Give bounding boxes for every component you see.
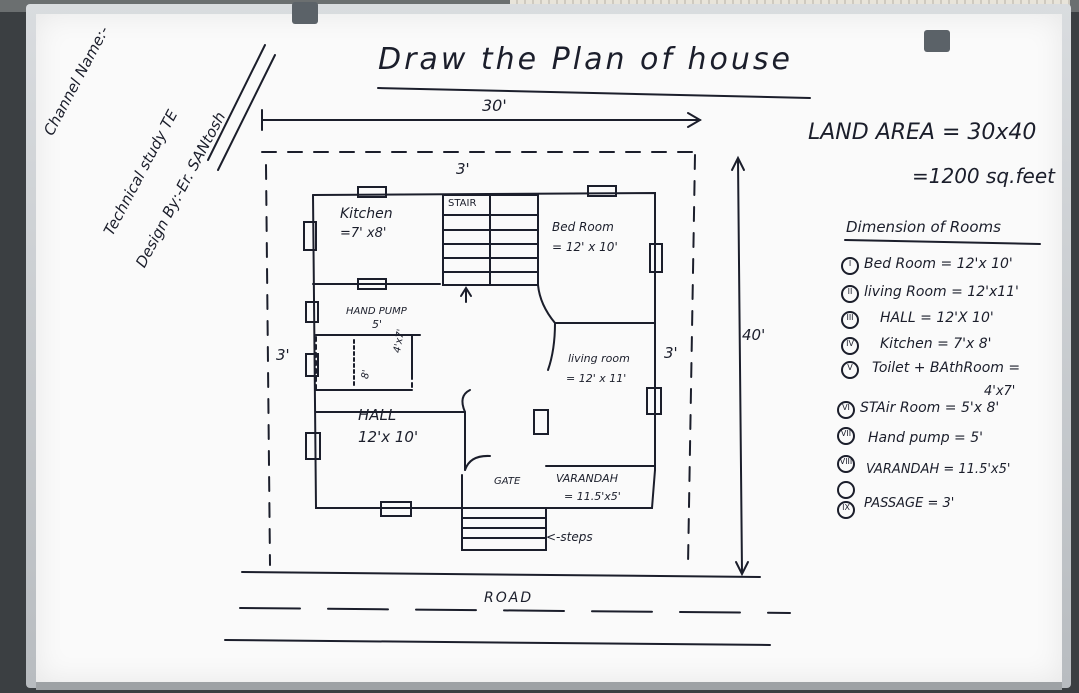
marker-tray: [36, 682, 1062, 690]
legend-number: II: [847, 287, 853, 296]
window: [587, 185, 617, 197]
legend-number: IV: [846, 339, 854, 348]
board-clip: [924, 30, 950, 52]
legend-item: STAir Room = 5'x 8': [860, 400, 1000, 416]
legend-item: Bed Room = 12'x 10': [864, 256, 1013, 272]
whiteboard-surface: [36, 14, 1062, 682]
legend-item: Hand pump = 5': [868, 430, 983, 446]
varandah-label: VARANDAH: [556, 472, 618, 485]
toilet-width: 8': [360, 369, 373, 380]
road-label: ROAD: [484, 590, 534, 606]
window: [357, 186, 387, 198]
steps-label: <-steps: [546, 530, 593, 544]
drawing-title: Draw the Plan of house: [378, 42, 793, 77]
legend-number: VIII: [839, 457, 853, 466]
road-edge: [224, 639, 771, 646]
outer-wall: [312, 194, 463, 509]
legend-underline: [844, 239, 1041, 245]
living-label: living room: [568, 352, 630, 365]
outer-wall: [545, 469, 656, 509]
kitchen-label: Kitchen: [340, 206, 393, 222]
legend-item: Toilet + BAthRoom =: [872, 360, 1021, 376]
handpump-label: HAND PUMP: [346, 306, 407, 317]
plot-boundary: [265, 164, 271, 566]
legend-item: Kitchen = 7'x 8': [880, 336, 992, 352]
window: [649, 243, 663, 273]
window: [646, 387, 662, 415]
outer-wall: [312, 191, 656, 471]
depth-label: 40': [742, 326, 766, 344]
window: [305, 353, 319, 377]
door-swing: [461, 389, 471, 413]
stair-arrow: [460, 286, 472, 297]
land-area-sqft: =1200 sq.feet: [912, 164, 1055, 188]
road-centerline: [239, 607, 791, 614]
plot-boundary: [687, 154, 696, 566]
door-swing: [464, 454, 491, 471]
legend-bullets: [837, 257, 859, 519]
legend-item: VARANDAH = 11.5'x5': [866, 462, 1011, 477]
living-size: = 12' x 11': [566, 372, 627, 385]
handpump-size: 5': [372, 318, 383, 331]
door-swing: [537, 284, 556, 324]
channel-slash: [217, 54, 276, 171]
legend-number: I: [848, 259, 852, 268]
passage-label-top: 3': [456, 160, 470, 178]
gate-label: GATE: [494, 476, 521, 487]
varandah-size: = 11.5'x5': [564, 490, 621, 503]
window: [380, 501, 412, 517]
legend-number: VII: [840, 429, 852, 438]
dimension-arrow: [731, 155, 745, 171]
legend-number: III: [846, 313, 854, 322]
land-area: LAND AREA = 30x40: [808, 120, 1037, 145]
legend-item: 4'x7': [984, 384, 1016, 399]
passage-label-left: 3': [276, 346, 290, 364]
window: [305, 301, 319, 323]
legend-item: HALL = 12'X 10': [880, 310, 994, 326]
title-underline: [377, 87, 811, 99]
legend-number: IX: [842, 503, 850, 512]
legend-item: PASSAGE = 3': [864, 496, 955, 511]
legend-item: living Room = 12'x11': [864, 284, 1019, 300]
door-swing: [547, 322, 556, 371]
board-clip: [292, 2, 318, 24]
bedroom-label: Bed Room: [552, 220, 614, 234]
window: [533, 409, 549, 435]
hall-label: HALL: [358, 406, 397, 424]
road-edge: [241, 571, 761, 578]
legend-heading: Dimension of Rooms: [846, 218, 1001, 236]
window: [303, 221, 317, 251]
window: [305, 432, 321, 460]
channel-slash: [207, 44, 266, 161]
width-label: 30': [482, 96, 507, 115]
stair-label: STAIR: [448, 198, 477, 209]
bedroom-size: = 12' x 10': [552, 240, 618, 254]
dimension-arrow: [687, 112, 702, 128]
legend-number: V: [847, 363, 853, 372]
window: [357, 278, 387, 290]
kitchen-size: =7' x8': [340, 226, 387, 241]
legend-number: VI: [842, 403, 850, 412]
dimension-arrow: [735, 561, 749, 577]
depth-dimension-line: [737, 159, 743, 573]
hall-size: 12'x 10': [358, 428, 419, 446]
passage-label-right: 3': [664, 344, 678, 362]
